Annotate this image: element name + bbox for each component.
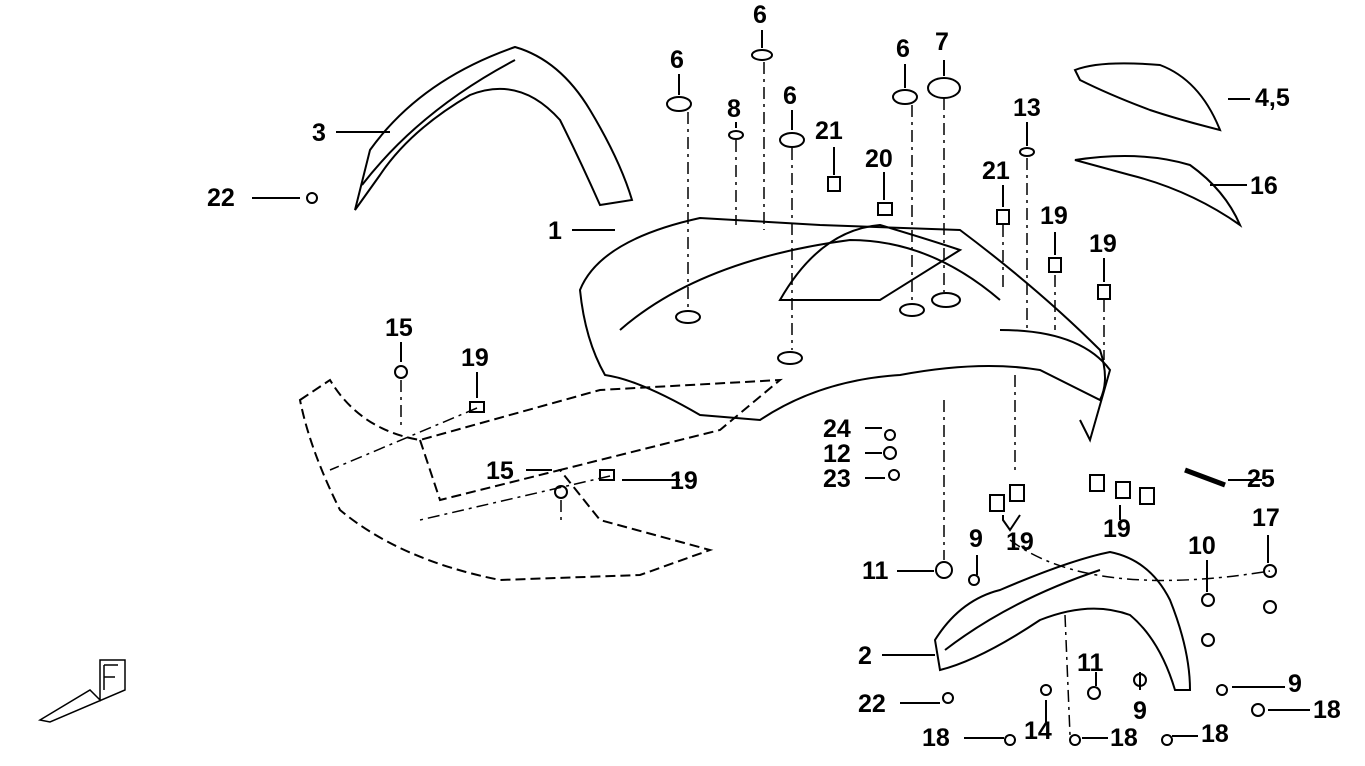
callout-3: 3 <box>312 119 326 147</box>
callout-24: 24 <box>823 415 851 443</box>
small-hardware <box>306 49 1277 746</box>
callout-20: 20 <box>865 145 893 173</box>
callout-11: 11 <box>862 557 889 585</box>
callout-17: 17 <box>1252 504 1280 532</box>
callout-7: 7 <box>935 28 949 56</box>
callout-19: 19 <box>461 344 489 372</box>
callout-9: 9 <box>1288 670 1302 698</box>
callout-19: 19 <box>1006 528 1034 556</box>
callout-15: 15 <box>385 314 413 342</box>
callout-19: 19 <box>1103 515 1131 543</box>
part-16-decal <box>1074 155 1243 228</box>
callout-2: 2 <box>858 642 872 670</box>
callout-18: 18 <box>1313 696 1341 724</box>
callout-21: 21 <box>982 157 1010 185</box>
callout-8: 8 <box>727 95 741 123</box>
callout-22: 22 <box>207 184 235 212</box>
callout-9: 9 <box>969 525 983 553</box>
assembly-lines <box>329 62 1271 736</box>
part-3-front-fender <box>354 45 634 211</box>
callout-25: 25 <box>1247 465 1275 493</box>
callout-1: 1 <box>548 217 562 245</box>
front-direction-icon <box>37 659 126 723</box>
callout-10: 10 <box>1188 532 1216 560</box>
callout-6: 6 <box>783 82 797 110</box>
callout-14: 14 <box>1024 717 1052 745</box>
part-25-pin <box>1184 467 1226 488</box>
callout-9: 9 <box>1133 697 1147 725</box>
leader-lines <box>252 30 1310 739</box>
part-2-side-fender <box>933 550 1192 691</box>
front-bumper <box>298 378 783 582</box>
callout-19: 19 <box>1040 202 1068 230</box>
callout-6: 6 <box>753 1 767 29</box>
callout-19: 19 <box>670 467 698 495</box>
callout-13: 13 <box>1013 94 1041 122</box>
part-1-front-body <box>578 216 1112 443</box>
callout-19: 19 <box>1089 230 1117 258</box>
part-4-5-panel <box>1073 62 1222 132</box>
callout-11: 11 <box>1077 649 1104 677</box>
callout-22: 22 <box>858 690 886 718</box>
callout-15: 15 <box>486 457 514 485</box>
callout-16: 16 <box>1250 172 1278 200</box>
callout-18: 18 <box>922 724 950 752</box>
callout-4-5: 4,5 <box>1255 84 1290 112</box>
callout-12: 12 <box>823 440 851 468</box>
callout-18: 18 <box>1110 724 1138 752</box>
callout-23: 23 <box>823 465 851 493</box>
callout-18: 18 <box>1201 720 1229 748</box>
callout-21: 21 <box>815 117 843 145</box>
callout-6: 6 <box>896 35 910 63</box>
callout-6: 6 <box>670 46 684 74</box>
